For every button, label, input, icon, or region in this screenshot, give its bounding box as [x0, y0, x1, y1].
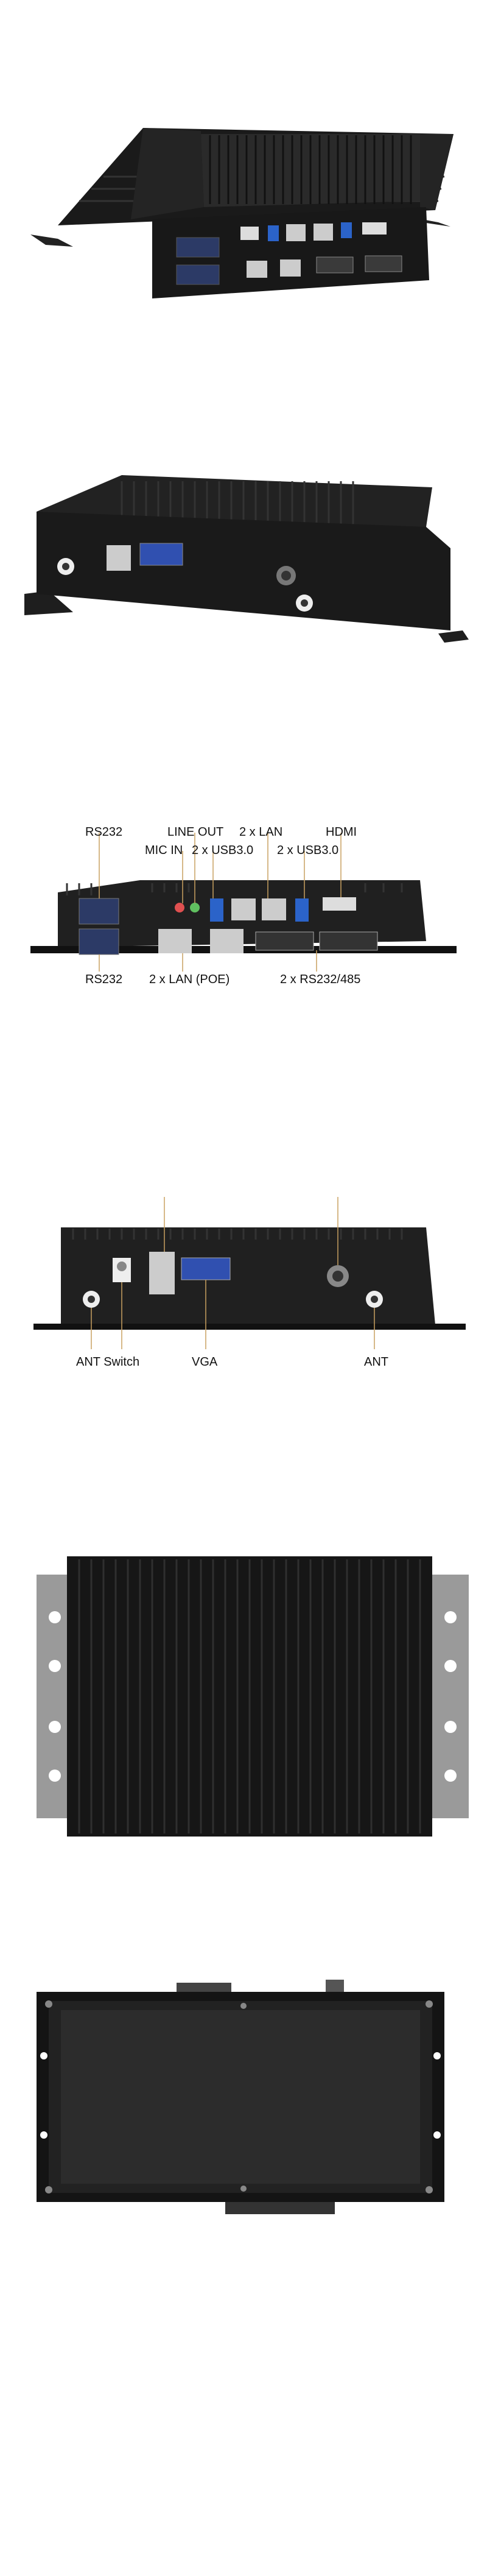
- label-vga: VGA: [192, 1355, 218, 1369]
- photo-bottom-view: [0, 1971, 487, 2226]
- photo-front-annotated: RS232 LINE OUT 2 x LAN HDMI MIC IN 2 x U…: [0, 807, 487, 1026]
- label-hdmi: HDMI: [326, 825, 357, 839]
- label-usb3-left: 2 x USB3.0: [192, 844, 254, 857]
- photo-rear-annotated: ANT Switch VGA ANT: [0, 1191, 487, 1386]
- label-line-out: LINE OUT: [167, 825, 224, 839]
- photo-rear-angled: [0, 448, 487, 649]
- photo-front-angled: [0, 97, 487, 329]
- label-usb3-right: 2 x USB3.0: [277, 844, 339, 857]
- label-rs232-top: RS232: [85, 825, 123, 839]
- label-mic-in: MIC IN: [145, 844, 183, 857]
- label-rs232-485: 2 x RS232/485: [280, 973, 361, 986]
- photo-top-view: [0, 1544, 487, 1849]
- label-ant: ANT: [364, 1355, 388, 1369]
- label-ant-switch: ANT Switch: [76, 1355, 140, 1369]
- label-lan-top: 2 x LAN: [239, 825, 283, 839]
- label-lan-poe: 2 x LAN (POE): [149, 973, 230, 986]
- label-rs232-bottom: RS232: [85, 973, 123, 986]
